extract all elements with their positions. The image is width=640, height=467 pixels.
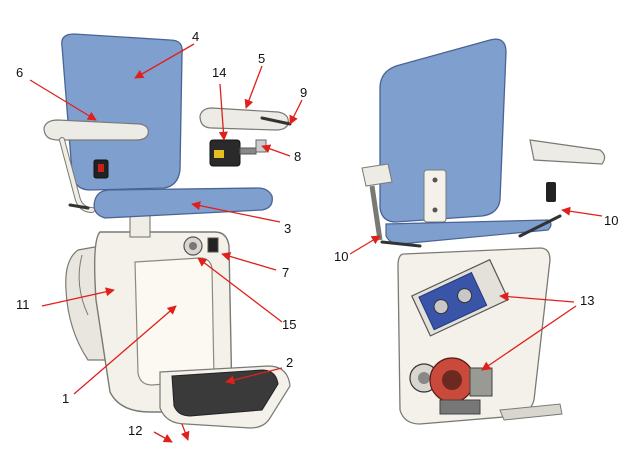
- callout-15: 15: [282, 317, 297, 332]
- callout-9: 9: [300, 85, 308, 100]
- arrow-10-right: [561, 206, 603, 217]
- arrow-14: [218, 83, 228, 141]
- arrow-5: [244, 65, 263, 109]
- callout-14: 14: [212, 65, 227, 80]
- front-cover-panel: [134, 257, 215, 386]
- power-switch: [207, 237, 219, 253]
- arrow-1: [73, 305, 177, 395]
- callout-1: 1: [62, 391, 70, 406]
- arrow-9: [289, 99, 303, 125]
- arrow-8: [261, 144, 291, 157]
- arrow-3: [191, 201, 281, 223]
- arrow-2: [225, 367, 283, 385]
- callout-8: 8: [294, 149, 302, 164]
- lever-right: [518, 214, 562, 238]
- callout-2: 2: [286, 355, 294, 370]
- callout-7: 7: [282, 265, 290, 280]
- drive-motor-lower: [409, 357, 493, 415]
- callout-10-right: 10: [604, 213, 619, 228]
- callout-12: 12: [128, 423, 143, 438]
- callout-4: 4: [192, 29, 200, 44]
- arrow-7: [221, 251, 277, 271]
- callout-13: 13: [580, 293, 595, 308]
- arrow-10-left: [349, 235, 381, 255]
- armrest-right: [199, 107, 289, 131]
- callout-arrows: [29, 43, 603, 443]
- seat: [93, 187, 273, 219]
- front-view-stairlift: [43, 33, 292, 429]
- drive-motor-upper: [410, 258, 510, 337]
- arrow-12a: [153, 431, 173, 443]
- callout-5: 5: [258, 51, 266, 66]
- backrest: [61, 33, 183, 191]
- arrow-15: [197, 257, 283, 323]
- rear-backrest: [379, 38, 507, 223]
- callout-10-left: 10: [334, 249, 349, 264]
- callout-11: 11: [16, 297, 30, 312]
- footrest: [171, 369, 279, 417]
- arrow-6: [29, 79, 97, 121]
- lever-left: [380, 240, 422, 248]
- arrow-11: [41, 287, 115, 307]
- arrow-4: [134, 43, 195, 79]
- callout-3: 3: [284, 221, 292, 236]
- joystick: [260, 116, 292, 126]
- callout-6: 6: [16, 65, 24, 80]
- armrest-left: [43, 119, 149, 141]
- arrow-13a: [499, 292, 575, 303]
- arrow-12b: [180, 423, 190, 441]
- arrow-13b: [481, 305, 577, 371]
- rear-view-stairlift: [361, 38, 606, 425]
